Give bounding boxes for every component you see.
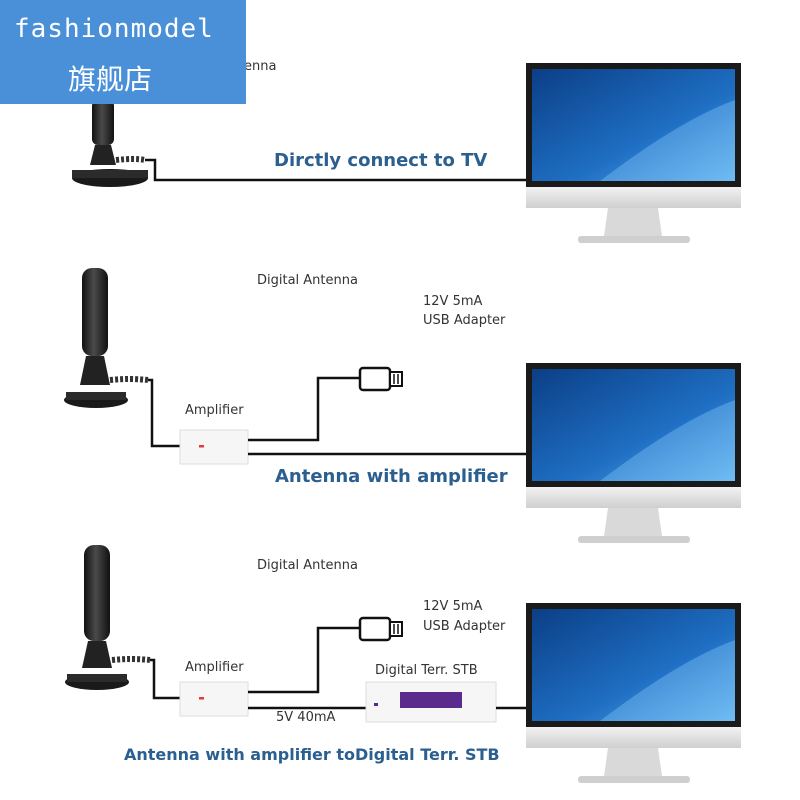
antenna-label-partial: enna xyxy=(244,59,277,74)
tv-monitor-3 xyxy=(526,603,741,783)
store-watermark: fashionmodel 旗舰店 xyxy=(0,0,246,104)
caption-antenna-amplifier: Antenna with amplifier xyxy=(275,466,508,487)
adapter-name-label-2: USB Adapter xyxy=(423,313,506,328)
adapter-name-label-3: USB Adapter xyxy=(423,619,506,634)
antenna-3 xyxy=(65,545,151,690)
scene-amplifier xyxy=(64,268,741,543)
scene-amplifier-stb xyxy=(65,545,741,783)
amplifier-box-2 xyxy=(179,429,249,465)
usb-plug-2 xyxy=(358,366,403,392)
usb-cable-3 xyxy=(248,626,362,694)
usb-cable-2 xyxy=(248,376,362,442)
current-label-3: 5V 40mA xyxy=(276,710,336,725)
caption-direct-connect: Dirctly connect to TV xyxy=(274,150,488,171)
digital-antenna-label-3: Digital Antenna xyxy=(257,558,358,573)
cable-1 xyxy=(145,158,528,182)
digital-antenna-label-2: Digital Antenna xyxy=(257,273,358,288)
adapter-voltage-label-3: 12V 5mA xyxy=(423,599,483,614)
amplifier-label-2: Amplifier xyxy=(185,403,244,418)
amplifier-label-3: Amplifier xyxy=(185,660,244,675)
stb-box-3 xyxy=(365,681,497,723)
caption-amplifier-stb: Antenna with amplifier toDigital Terr. S… xyxy=(124,745,500,764)
cable-antenna-amp-2 xyxy=(148,378,182,448)
antenna-1 xyxy=(72,100,148,187)
tv-monitor-1 xyxy=(526,63,741,243)
watermark-store-name: fashionmodel xyxy=(14,14,214,44)
scene-direct-connection xyxy=(72,63,741,243)
cable-antenna-amp-3 xyxy=(150,658,182,700)
amplifier-box-3 xyxy=(179,681,249,717)
stb-label-3: Digital Terr. STB xyxy=(375,663,478,678)
adapter-voltage-label-2: 12V 5mA xyxy=(423,294,483,309)
antenna-2 xyxy=(64,268,149,408)
tv-monitor-2 xyxy=(526,363,741,543)
usb-plug-3 xyxy=(358,616,403,642)
watermark-flagship-label: 旗舰店 xyxy=(68,63,153,96)
